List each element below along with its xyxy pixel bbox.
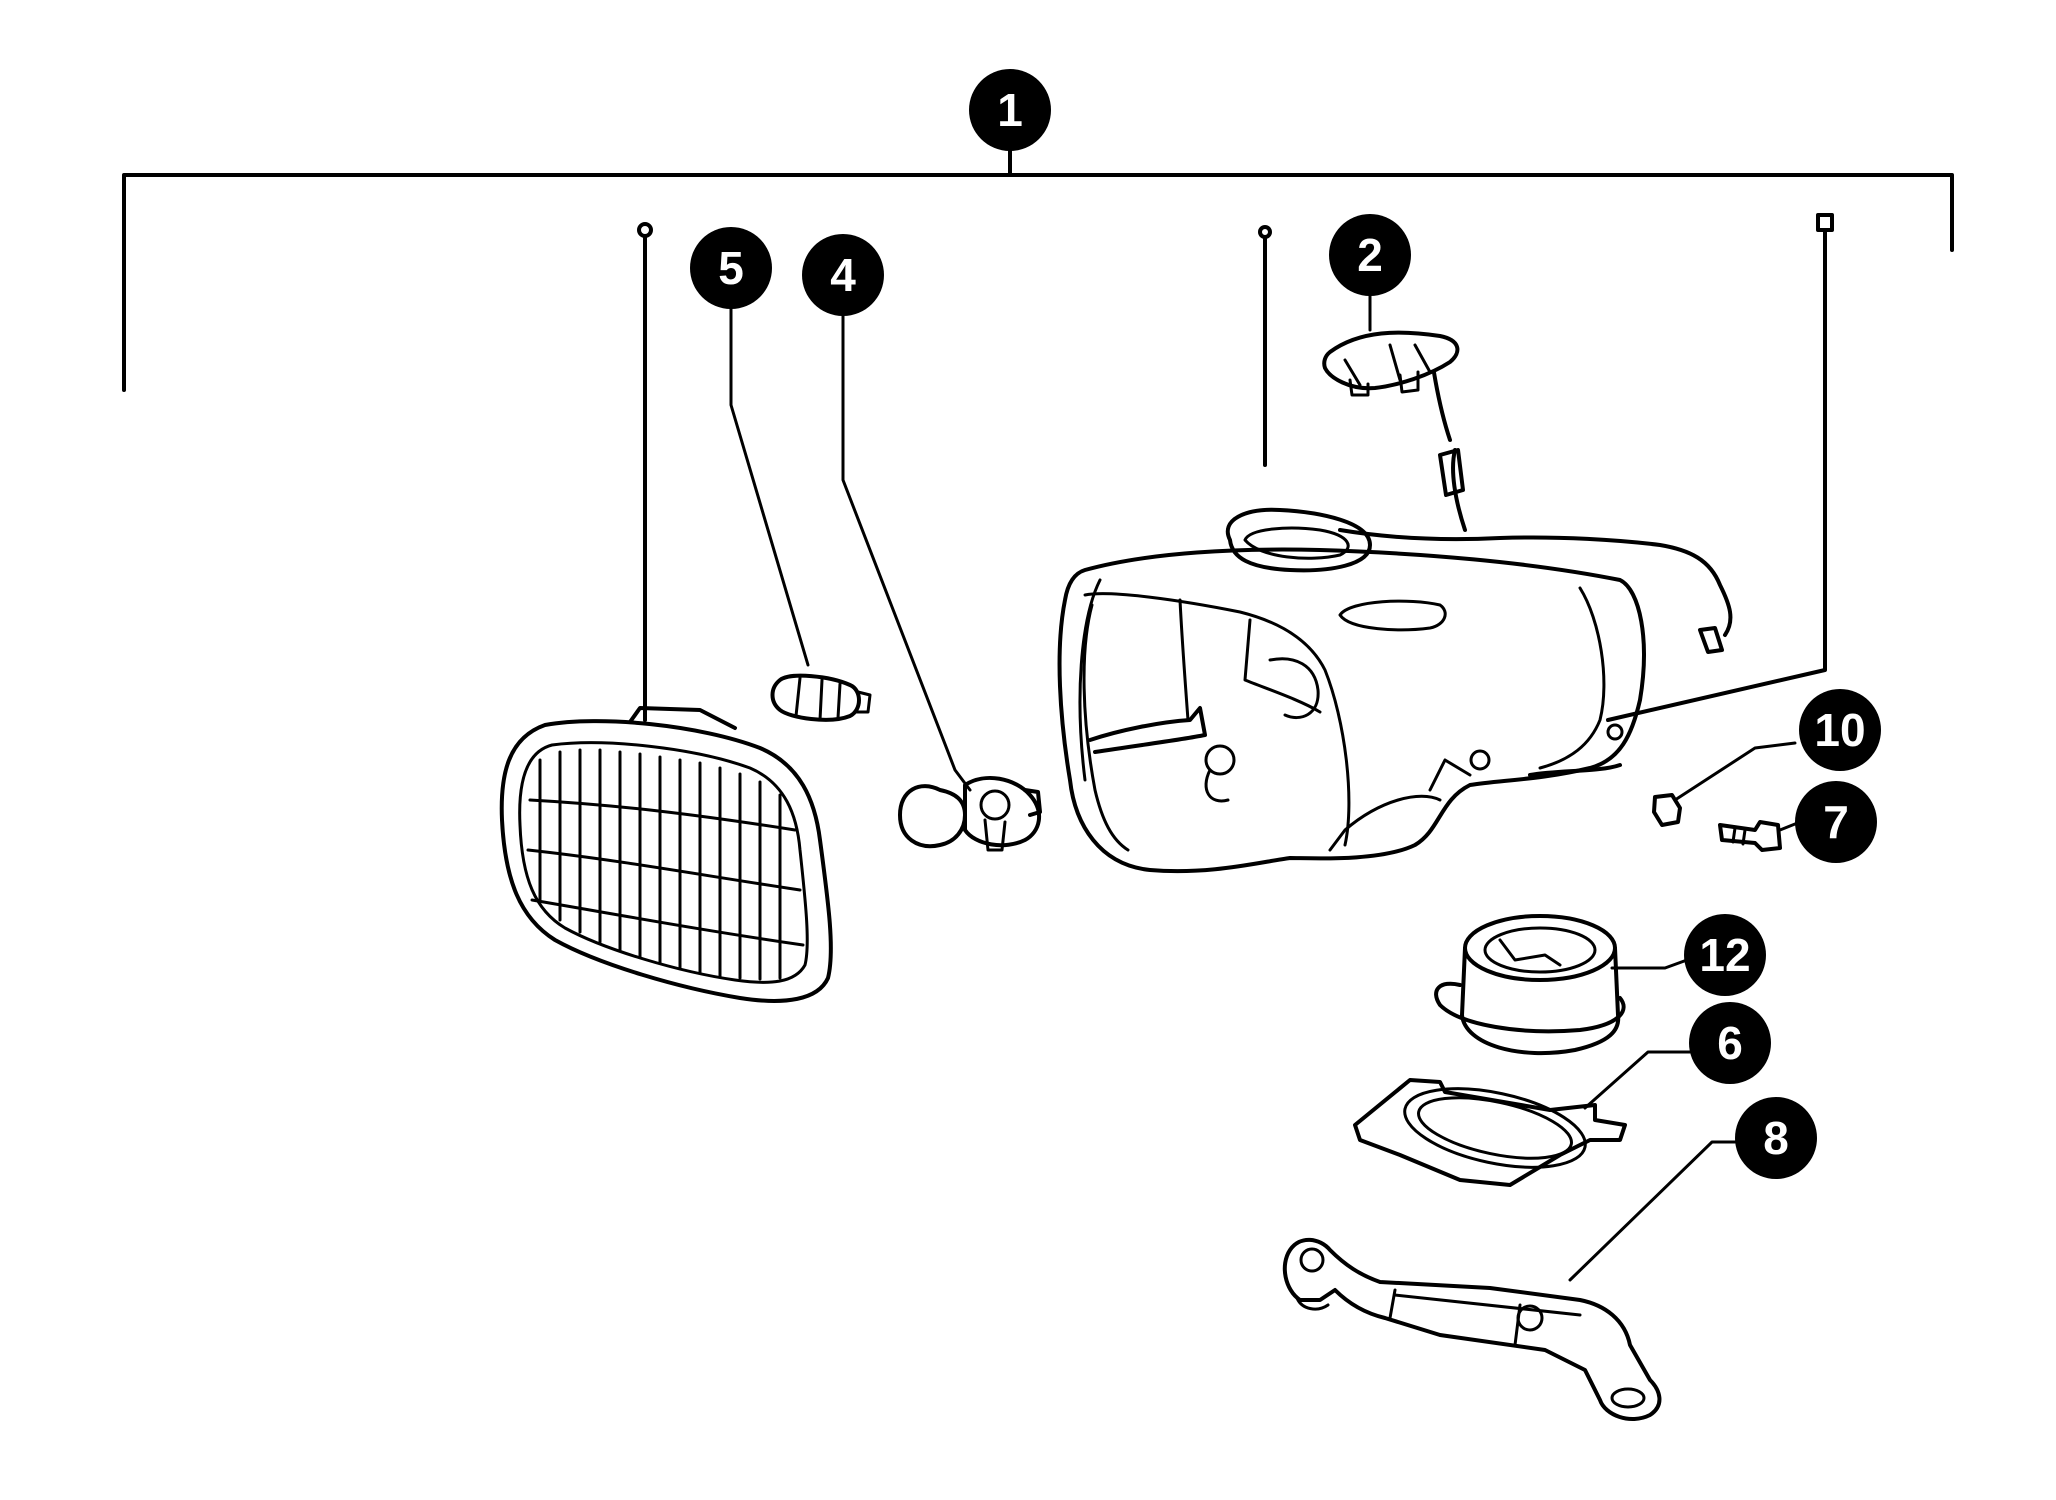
callout-6-label: 6 (1717, 1017, 1743, 1069)
callout-4-label: 4 (830, 249, 856, 301)
callout-4: 4 (802, 234, 884, 316)
screw (1718, 820, 1782, 852)
callout-1-label: 1 (997, 84, 1023, 136)
mounting-bracket (1282, 1237, 1662, 1421)
leader-lines (729, 278, 1802, 1282)
callout-2: 2 (1329, 214, 1411, 296)
callout-5-label: 5 (718, 242, 744, 294)
callout-12: 12 (1684, 914, 1766, 996)
switch-part (1322, 330, 1460, 397)
headlamp-housing (1057, 213, 1834, 874)
callout-1: 1 (969, 69, 1051, 151)
festoon-bulb (770, 673, 872, 722)
gasket-plate (1353, 1078, 1627, 1187)
callout-10-label: 10 (1814, 704, 1865, 756)
assembly-bracket (122, 138, 1954, 392)
callout-6: 6 (1689, 1002, 1771, 1084)
horn-cup (1434, 914, 1626, 1055)
callout-5: 5 (690, 227, 772, 309)
callout-8-label: 8 (1763, 1112, 1789, 1164)
wiring-harness (1338, 358, 1733, 654)
callout-12-label: 12 (1699, 929, 1750, 981)
nut (1652, 793, 1682, 827)
callout-7-label: 7 (1823, 796, 1849, 848)
bulb-with-holder (898, 776, 1042, 852)
headlight-lens (499, 222, 833, 1003)
callout-8: 8 (1735, 1097, 1817, 1179)
callout-7: 7 (1795, 781, 1877, 863)
callout-2-label: 2 (1357, 229, 1383, 281)
callout-10: 10 (1799, 689, 1881, 771)
